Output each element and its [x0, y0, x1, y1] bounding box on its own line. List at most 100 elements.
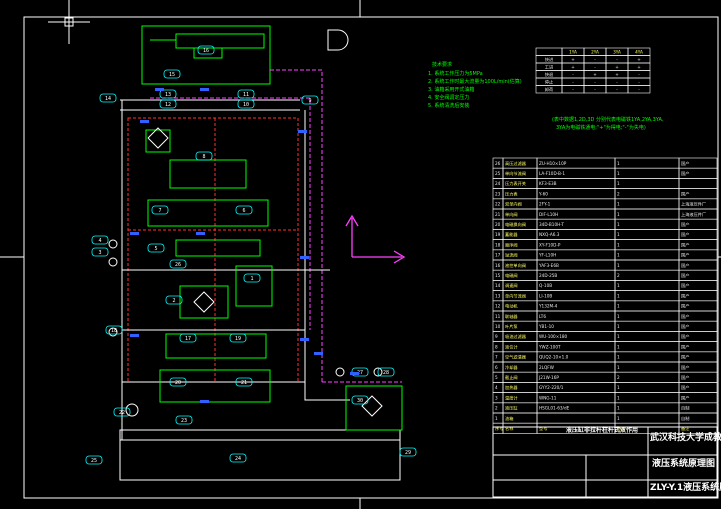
truth-cell-text: - — [572, 87, 574, 92]
parts-cell-text: 26 — [495, 161, 501, 166]
component-tag-label: 9 — [308, 98, 311, 104]
line-marker — [196, 232, 205, 235]
component-tag — [165, 295, 183, 305]
parts-cell-text: QUQ2-10×1.0 — [539, 355, 569, 360]
parts-cell-text: 1 — [617, 283, 620, 288]
component-tag-label: 8 — [202, 154, 205, 160]
parts-cell-text: 1 — [617, 314, 620, 319]
parts-cell-text: 12 — [495, 304, 501, 309]
parts-cell-text: 国产 — [681, 252, 689, 259]
parts-cell-text: 国产 — [681, 241, 689, 248]
parts-cell — [614, 259, 680, 271]
parts-cell-text: 1 — [617, 253, 620, 258]
parts-cell-text: 1 — [617, 171, 620, 176]
parts-cell-text: 上海液压件厂 — [681, 201, 706, 208]
parts-cell-text: 电磁换向阀 — [505, 221, 526, 228]
parts-cell-text: 压力表开关 — [505, 180, 526, 187]
parts-cell-text: 国产 — [681, 313, 689, 320]
parts-cell-text: 单向阀 — [505, 211, 518, 218]
title-sub: 液压系统原理图 — [652, 457, 715, 469]
parts-cell-text: Y-60 — [538, 191, 548, 196]
parts-cell-text: 1 — [495, 416, 498, 421]
truth-cell-text: 3YA — [613, 49, 621, 54]
truth-cell-text: + — [615, 64, 619, 69]
parts-cell-text: 2 — [617, 273, 620, 278]
parts-cell-text: 1 — [617, 242, 620, 247]
parts-cell-text: 截止阀 — [505, 374, 518, 381]
component-tag — [159, 89, 177, 99]
parts-cell-text: 上海液压件厂 — [681, 211, 706, 218]
truth-cell-text: 4YA — [635, 49, 643, 54]
component-tag — [351, 395, 369, 405]
parts-cell — [614, 198, 680, 210]
parts-cell-text: YAF3-E6B — [538, 263, 559, 268]
note-line: 2. 系统工作时最大流量为100L/min(估算) — [428, 78, 522, 85]
component-tag — [235, 205, 253, 215]
parts-cell-text: 单向节流阀 — [505, 292, 526, 299]
notes-heading: 技术要求 — [432, 61, 452, 68]
parts-cell — [614, 167, 680, 179]
parts-cell-text: 1 — [617, 202, 620, 207]
component-tag-label: 5 — [154, 246, 157, 252]
parts-cell-text: 国产 — [681, 282, 689, 289]
component-tag — [99, 93, 117, 103]
parts-cell-text: 国产 — [681, 384, 689, 391]
parts-cell-text: 国产 — [681, 354, 689, 361]
parts-cell-text: 油箱 — [505, 415, 513, 422]
parts-cell-text: 1 — [617, 324, 620, 329]
parts-cell-text: 1 — [617, 263, 620, 268]
note-line: 3. 油箱采用开式油箱 — [428, 86, 474, 93]
parts-cell-text: 冷却器 — [505, 364, 518, 371]
parts-cell-text: WU-100×180 — [539, 334, 568, 339]
parts-cell-text: 压力表 — [505, 190, 518, 197]
parts-cell — [614, 331, 680, 342]
truth-cell-text: - — [638, 79, 640, 84]
parts-cell — [614, 239, 680, 251]
parts-cell-text: 国产 — [681, 221, 689, 228]
parts-cell-text: 国产 — [681, 364, 689, 371]
parts-cell — [614, 249, 680, 261]
pressure-gauges — [108, 239, 383, 417]
parts-cell-text: 7 — [495, 355, 498, 360]
line-marker — [140, 120, 149, 123]
component-tag-label: 21 — [241, 380, 247, 386]
ucs-axis-icon — [345, 214, 406, 264]
parts-cell-text: 液位计 — [505, 343, 518, 350]
component-tag-label: 20 — [175, 380, 181, 386]
parts-cell-text: 1 — [617, 385, 620, 390]
parts-cell-text: 自制 — [681, 405, 689, 412]
truth-cell-text: - — [638, 87, 640, 92]
parts-cell — [614, 371, 680, 383]
component-tag-label: 15 — [169, 72, 175, 78]
component-tag — [243, 273, 261, 283]
component-tag — [179, 333, 197, 343]
parts-cell-text: 1 — [617, 365, 620, 370]
parts-cell-text: 国产 — [681, 170, 689, 177]
parts-cell — [614, 402, 680, 414]
parts-cell — [614, 351, 680, 363]
parts-cell-text: XY-F10D-P — [539, 242, 561, 247]
component-tag — [195, 151, 213, 161]
parts-cell-text: 1 — [617, 232, 620, 237]
component-tag — [105, 325, 123, 335]
truth-cell-text: + — [571, 57, 575, 62]
parts-cell-text: 10 — [495, 324, 501, 329]
truth-cell-text: - — [638, 72, 640, 77]
parts-cell-text: 2 — [617, 191, 620, 196]
truth-cell-text: + — [615, 72, 619, 77]
parts-cell-text: 联轴器 — [505, 313, 518, 320]
component-tag — [197, 45, 215, 55]
parts-cell-text: 17 — [495, 253, 501, 258]
parts-cell-text: 19 — [495, 232, 501, 237]
truth-cell-text: - — [572, 72, 574, 77]
parts-cell-text: 自制 — [681, 415, 689, 422]
component-tag — [163, 69, 181, 79]
parts-cell — [614, 300, 680, 312]
component-tag — [229, 333, 247, 343]
component-tag — [159, 99, 177, 109]
parts-cell-text: 13 — [495, 293, 501, 298]
truth-cell-text: - — [616, 57, 618, 62]
parts-cell-text: 14 — [495, 283, 501, 288]
